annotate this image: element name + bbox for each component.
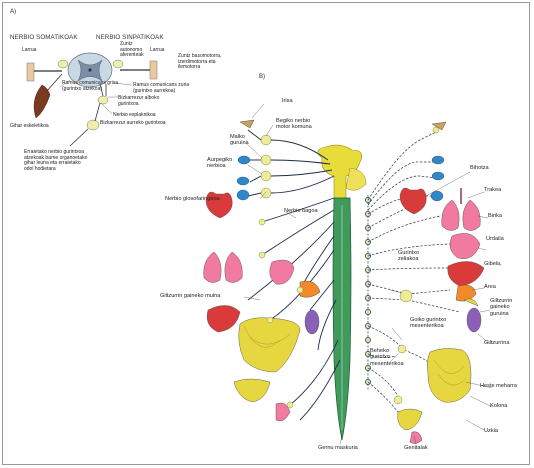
heart-label: Bihotza bbox=[470, 165, 489, 171]
autonomic-afferent-label: Zuntz autonomo aferenteak bbox=[120, 41, 144, 59]
leader-lines bbox=[243, 103, 493, 445]
organ-note-label: Erraietako nerbio gurintxoa atzekoak bar… bbox=[24, 149, 88, 172]
colon-label: Kolona bbox=[490, 403, 508, 409]
splanchnic-label: Nerbio esplaknikoa bbox=[113, 112, 156, 118]
skeletal-muscle-shape bbox=[33, 84, 51, 119]
panel-a-drawing bbox=[26, 52, 158, 147]
cerebellum-shape bbox=[345, 167, 367, 191]
iris-label: Irisa bbox=[282, 98, 293, 104]
vasomotor-label: Zuntz basomotorra, izerdimotorra eta ile… bbox=[178, 53, 222, 71]
paravertebral-ganglion bbox=[97, 95, 109, 105]
panel-b-label: B) bbox=[259, 74, 265, 80]
eye-shape bbox=[239, 119, 255, 129]
adrenal-gland-label: Giltzurrin gaineko guruina bbox=[490, 298, 513, 317]
ramus-white-label: Ramus comunicans zuria (gurintxo aurreko… bbox=[133, 82, 190, 94]
organ-line bbox=[69, 128, 89, 147]
sympathetic-chain bbox=[365, 195, 371, 390]
cranial-ganglia bbox=[260, 134, 272, 199]
somatic-nerves-heading: NERBIO SOMATIKOAK bbox=[10, 34, 78, 41]
panel-a-label: A) bbox=[10, 9, 16, 15]
dorsal-root-ganglion-right bbox=[112, 59, 124, 69]
left-organs bbox=[203, 191, 321, 422]
cranial-nerves bbox=[247, 129, 335, 197]
skin-left-label: Larrua bbox=[22, 47, 37, 53]
vagus-label: Nerbio bagoa bbox=[284, 208, 318, 214]
prevertebral-ganglia bbox=[393, 126, 440, 405]
lateral-ganglion-label: Bizkarrezur alboko gurintxoa bbox=[118, 95, 160, 107]
cranial-glands bbox=[236, 155, 251, 201]
spleen-label: Area bbox=[484, 284, 496, 290]
skin-left-strip bbox=[26, 62, 35, 82]
muscle-nerve bbox=[45, 73, 63, 93]
vagus-branches bbox=[247, 197, 341, 421]
left-ganglia bbox=[258, 218, 304, 409]
tear-gland-label: Malko guruina bbox=[230, 134, 249, 147]
skin-right-label: Larrua bbox=[150, 47, 165, 53]
bladder-label: Gernu maskuria bbox=[318, 445, 358, 451]
superior-mesenteric-label: Goiko gurintxo mesenterikoa bbox=[410, 317, 447, 330]
figure-frame bbox=[2, 2, 530, 465]
skeletal-muscle-label: Gihar eskeletikoa bbox=[10, 123, 49, 129]
splanchnic-line bbox=[94, 102, 101, 122]
ramus-grey-label: Ramus comunicans grisa (gurintxo atzekoa… bbox=[62, 80, 119, 92]
celiac-ganglion-label: Gurintxo zeliakoa bbox=[398, 250, 420, 263]
prevertebral-ganglion-label: Bizkarrezur aurreko gurintxoa bbox=[100, 120, 166, 126]
stomach-label: Urdaila bbox=[486, 236, 504, 242]
sympathetic-nerves-heading: NERBIO SINPATIKOAK bbox=[96, 34, 164, 41]
liver-label: Gibela, bbox=[484, 261, 502, 267]
genitals-label: Genitalak bbox=[404, 445, 428, 451]
adrenal-medulla-label: Giltzurrin gaineko muina bbox=[160, 293, 221, 299]
trachea-label: Trakea bbox=[484, 187, 502, 193]
ramus-line-1 bbox=[99, 83, 104, 97]
oculomotor-label: Begiko nerbio motor komuna bbox=[276, 118, 312, 131]
small-intestine-label: Heste meharra bbox=[480, 383, 517, 389]
prevertebral-ganglion-shape bbox=[86, 119, 100, 131]
kidney-label: Giltzurrina bbox=[484, 340, 510, 346]
right-organs bbox=[397, 121, 485, 444]
dorsal-root-ganglion-left bbox=[57, 59, 69, 69]
central-canal bbox=[88, 68, 92, 72]
facial-nerve-label: Aurpegiko nerbioa bbox=[207, 157, 233, 170]
panel-b-drawing bbox=[203, 103, 493, 445]
inferior-mesenteric-label: Beheko gurintxo mesenterikoa bbox=[370, 348, 404, 367]
anus-label: Uzkia bbox=[484, 428, 498, 434]
lung-label: Birika bbox=[488, 213, 502, 219]
skin-right-strip bbox=[149, 60, 158, 80]
glossopharyngeal-label: Nerbio glosofaringeoa bbox=[165, 196, 220, 202]
